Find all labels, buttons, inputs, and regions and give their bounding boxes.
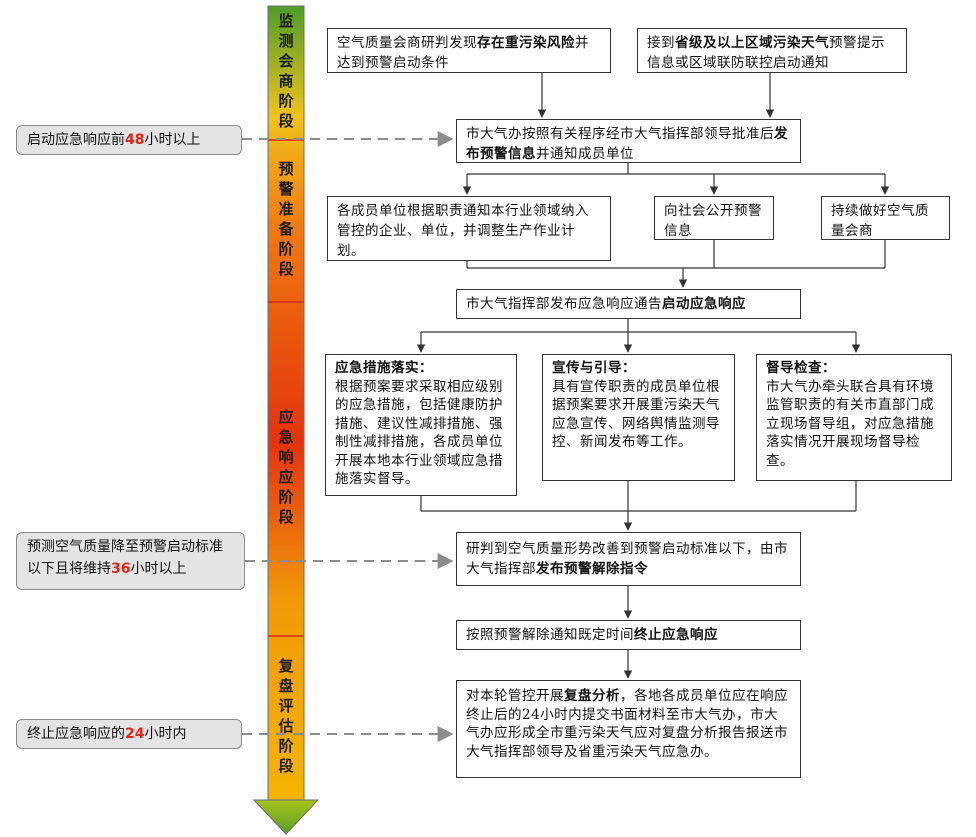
stage-warning-prep: 预警准备阶段 [276, 161, 295, 281]
timing-note-24h: 终止应急响应的24小时内 [16, 719, 242, 749]
review-analysis-box: 对本轮管控开展复盘分析，各地各成员单位应在响应终止后的24小时内提交书面材料至市… [456, 680, 801, 778]
timing-note-48h: 启动应急响应前48小时以上 [16, 125, 242, 155]
stage-review: 复盘评估阶段 [276, 658, 295, 778]
public-warning-box: 向社会公开预警信息 [654, 196, 774, 240]
start-emergency-response-box: 市大气指挥部发布应急响应通告启动应急响应 [456, 289, 801, 319]
measures-implementation-box: 应急措施落实：根据预案要求采取相应级别的应急措施，包括健康防护措施、建议性减排措… [325, 354, 517, 496]
stage-monitoring: 监测会商阶段 [276, 13, 295, 133]
supervision-inspection-box: 督导检查：市大气办牵头联合具有环境监管职责的有关市直部门成立现场督导组，对应急措… [756, 354, 952, 481]
publicity-guidance-box: 宣传与引导：具有宣传职责的成员单位根据预案要求开展重污染天气应急宣传、网络舆情监… [542, 354, 735, 481]
member-units-notify-box: 各成员单位根据职责通知本行业领域纳入管控的企业、单位，并调整生产作业计划。 [327, 196, 611, 261]
issue-warning-box: 市大气办按照有关程序经市大气指挥部领导批准后发布预警信息并通知成员单位 [456, 119, 801, 163]
stage-emergency-response: 应急响应阶段 [276, 409, 295, 529]
timing-note-36h: 预测空气质量降至预警启动标准以下且将维持36小时以上 [16, 532, 245, 590]
lift-warning-box: 研判到空气质量形势改善到预警启动标准以下，由市大气指挥部发布预警解除指令 [456, 532, 801, 586]
continue-consultation-box: 持续做好空气质量会商 [821, 196, 950, 240]
trigger-consultation-box: 空气质量会商研判发现存在重污染风险并达到预警启动条件 [327, 28, 611, 73]
trigger-regional-alert-box: 接到省级及以上区域污染天气预警提示信息或区域联防联控启动通知 [637, 28, 907, 73]
terminate-response-box: 按照预警解除通知既定时间终止应急响应 [456, 620, 801, 650]
